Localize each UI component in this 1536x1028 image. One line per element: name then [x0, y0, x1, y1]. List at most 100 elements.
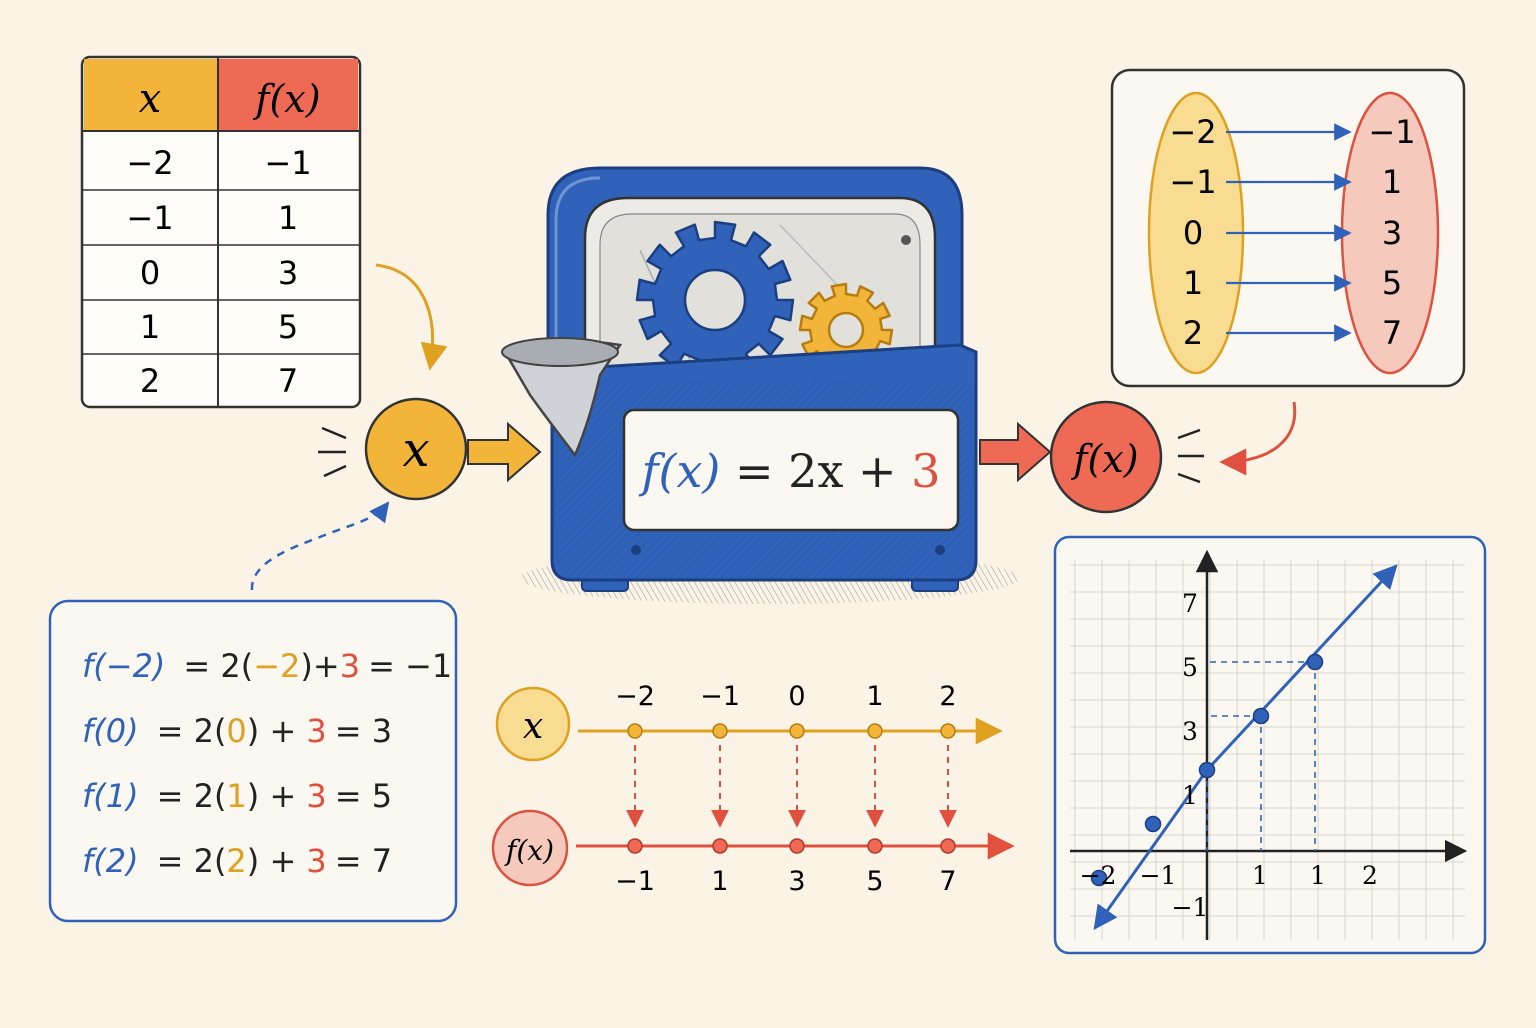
input-x-label: x: [402, 422, 429, 478]
function-line: [1205, 564, 1398, 772]
x-line-point: [627, 723, 643, 739]
x-tick-label: 2: [1362, 861, 1378, 890]
y-tick-label: 3: [1182, 717, 1198, 746]
output-arrow: [979, 421, 1052, 483]
table-cell-x: −2: [126, 144, 173, 182]
table-cell-x: 0: [140, 254, 160, 292]
range-value: 1: [1382, 163, 1402, 201]
fx-line-point: [940, 838, 956, 854]
evaluation-line: f(1) = 2(1) + 3= 5: [82, 777, 392, 815]
table-cell-fx: 1: [278, 199, 298, 237]
table-to-input-arrow: [375, 263, 448, 371]
function-machine: f(x) = 2x + 3: [501, 166, 1020, 604]
formula-fx: f(x): [639, 444, 721, 498]
x-line-label: x: [523, 706, 543, 747]
evaluation-result: = 3: [335, 712, 392, 750]
evaluation-result: = 5: [335, 777, 392, 815]
table-header-x-cell: [84, 59, 218, 131]
input-arrow: [467, 421, 542, 483]
graph-plot-area: −2 −1 1 1 2 7 5 3 1 −1: [1070, 549, 1468, 940]
x-tick-label: −1: [700, 681, 740, 712]
formula-constant: 3: [911, 444, 940, 498]
fx-line-point: [867, 838, 883, 854]
x-tick-label: −2: [615, 681, 655, 712]
evaluation-result: = −1: [368, 647, 452, 685]
formula-body: = 2x +: [720, 444, 911, 498]
evaluation-result: = 7: [335, 842, 392, 880]
x-tick-label: 1: [1252, 861, 1268, 890]
evaluation-lines: f(−2)= 2(−2)+3= −1f(0)= 2(0) + 3= 3f(1)=…: [82, 647, 452, 880]
fx-tick-label: 7: [939, 866, 956, 897]
evaluation-const: 3: [340, 647, 360, 685]
x-tick-label: 1: [1310, 861, 1326, 890]
x-tick-label: −1: [1140, 861, 1177, 890]
domain-value: −2: [1169, 113, 1216, 151]
evaluation-arg: 2: [226, 842, 246, 880]
domain-value: −1: [1169, 163, 1216, 201]
output-node: f(x): [1049, 400, 1204, 514]
x-line-point: [712, 723, 728, 739]
range-value: 3: [1382, 214, 1402, 252]
x-line-point: [789, 723, 805, 739]
input-node: x: [318, 397, 468, 501]
fx-line-point: [789, 838, 805, 854]
evaluation-mid: ) +: [247, 842, 307, 880]
x-tick-label: 0: [788, 681, 805, 712]
table-cell-x: 1: [140, 308, 160, 346]
evaluation-arg: −2: [253, 647, 300, 685]
function-line: [1093, 769, 1209, 930]
fx-line-point: [712, 838, 728, 854]
fx-line-badge: [491, 809, 569, 887]
evaluation-lhs: f(0): [82, 712, 139, 750]
x-tick-label: −2: [1080, 861, 1117, 890]
evaluation-lhs: f(2): [82, 842, 139, 880]
y-tick-label: −1: [1172, 893, 1209, 922]
evaluation-eq: = 2(: [157, 712, 227, 750]
range-value: 5: [1382, 264, 1402, 302]
evaluation-const: 3: [306, 777, 326, 815]
table-cell-fx: 5: [278, 308, 298, 346]
data-point: [1306, 653, 1324, 671]
output-fx-label: f(x): [1070, 437, 1138, 481]
fx-tick-label: 5: [866, 866, 883, 897]
evaluation-eq: = 2(: [157, 777, 227, 815]
evaluation-mid: ) +: [247, 777, 307, 815]
evaluation-eq: = 2(: [183, 647, 253, 685]
domain-value: 1: [1183, 264, 1203, 302]
table-cell-x: −1: [126, 199, 173, 237]
table-cell-x: 2: [140, 362, 160, 400]
table-header-fx-cell: [218, 59, 358, 131]
table-header-x: x: [139, 76, 162, 122]
fx-tick-label: −1: [615, 866, 655, 897]
evaluation-eq: = 2(: [157, 842, 227, 880]
fx-line-label: f(x): [504, 834, 554, 867]
table-cell-fx: 3: [278, 254, 298, 292]
line-graph: −2 −1 1 1 2 7 5 3 1 −1: [1053, 535, 1487, 955]
evaluation-line: f(−2)= 2(−2)+3= −1: [82, 647, 452, 685]
mapping-to-output-arrow: [1219, 401, 1297, 476]
y-tick-label: 5: [1182, 653, 1198, 682]
evaluation-line: f(0)= 2(0) + 3= 3: [82, 712, 392, 750]
range-value: 7: [1382, 314, 1402, 352]
data-point: [1144, 815, 1162, 833]
evaluation-lhs: f(1): [82, 777, 139, 815]
fx-tick-label: 1: [711, 866, 728, 897]
y-tick-label: 1: [1182, 781, 1198, 810]
evaluation-arg: 1: [226, 777, 246, 815]
domain-value: 2: [1183, 314, 1203, 352]
evaluation-arg: 0: [226, 712, 246, 750]
evaluation-mid: )+: [300, 647, 339, 685]
evaluation-mid: ) +: [247, 712, 307, 750]
y-tick-label: 7: [1182, 589, 1198, 618]
data-point: [1252, 707, 1270, 725]
evaluation-const: 3: [306, 842, 326, 880]
x-tick-label: 1: [866, 681, 883, 712]
